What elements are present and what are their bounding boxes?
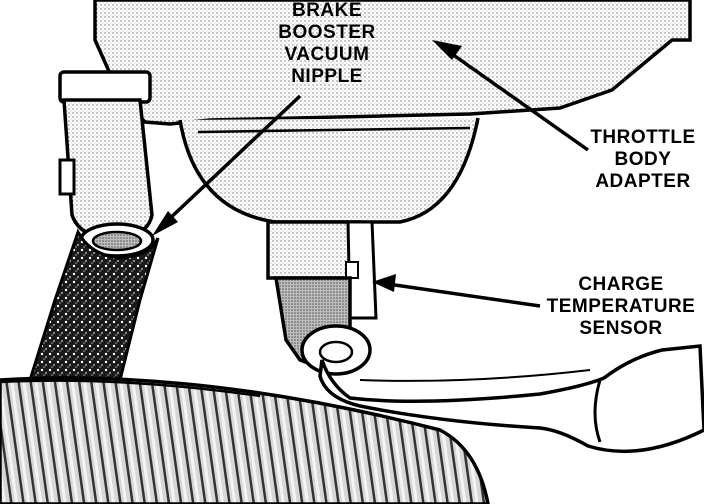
charge-temperature-sensor xyxy=(266,220,378,376)
corrugated-air-duct xyxy=(0,376,490,504)
label-line: BRAKE xyxy=(291,0,363,21)
label-line: NIPPLE xyxy=(291,66,363,87)
label-line: BODY xyxy=(614,149,672,170)
leader-arrows xyxy=(152,40,590,308)
label-line: THROTTLE xyxy=(590,127,696,148)
label-throttle-body-adapter: THROTTLE BODY ADAPTER xyxy=(584,127,702,193)
arrow-throttle-body xyxy=(432,40,590,152)
vacuum-hose xyxy=(27,228,160,382)
label-line: BOOSTER xyxy=(278,22,376,43)
label-charge-temperature-sensor: CHARGE TEMPERATURE SENSOR xyxy=(540,274,702,340)
label-line: VACUUM xyxy=(284,44,370,65)
label-line: ADAPTER xyxy=(595,171,691,192)
label-line: TEMPERATURE xyxy=(546,296,696,317)
arrow-charge-sensor xyxy=(372,274,541,308)
label-brake-booster-vacuum-nipple: BRAKE BOOSTER VACUUM NIPPLE xyxy=(262,0,392,88)
brake-booster-vacuum-nipple xyxy=(58,70,155,258)
arrow-brake-booster xyxy=(152,94,302,236)
label-line: SENSOR xyxy=(579,318,663,339)
label-line: CHARGE xyxy=(578,274,664,295)
throttle-body-adapter xyxy=(93,0,692,224)
